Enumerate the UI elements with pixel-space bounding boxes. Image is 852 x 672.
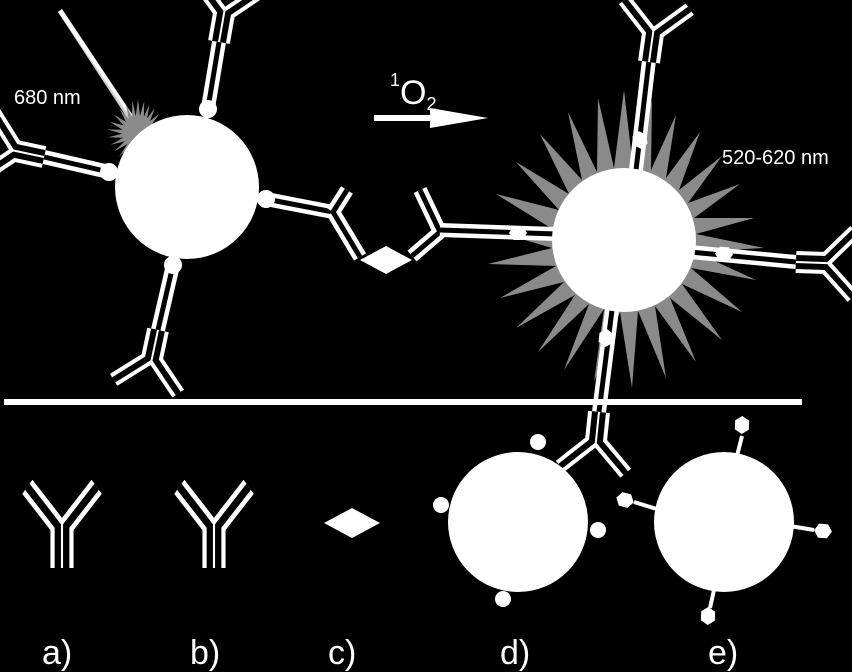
legend-label-c: c) (328, 634, 356, 672)
legend-item-e (614, 415, 833, 626)
legend-item-c (324, 508, 380, 538)
donor-antibody-left (0, 113, 118, 190)
donor-antibody-right (257, 186, 367, 261)
legend-item-d (433, 434, 606, 607)
biotin-dot (164, 256, 182, 274)
acceptor-bead (552, 168, 696, 312)
biotin-dot (199, 100, 217, 118)
legend-label-a: a) (42, 634, 72, 672)
biotin-dot (257, 190, 275, 208)
legend-item-b (179, 487, 248, 568)
analyte-diamond (360, 246, 412, 274)
svg-text:1O2: 1O2 (390, 70, 436, 114)
emission-wavelength-label: 520-620 nm (722, 147, 829, 169)
biotin-dot (100, 163, 118, 181)
acceptor-bead-complex (407, 0, 852, 473)
reagent-subscript: 2 (426, 94, 436, 114)
donor-antibody-bottom (114, 256, 191, 394)
divider-line (4, 399, 802, 405)
acceptor-bead-legend (654, 452, 794, 592)
acceptor-antibody-top (616, 0, 689, 171)
reagent-superscript: 1 (390, 70, 400, 90)
acceptor-antibody-left (407, 186, 557, 262)
donor-bead (115, 115, 259, 259)
donor-bead-complex (0, 0, 367, 394)
legend-label-b: b) (190, 634, 220, 672)
excitation-wavelength-label: 680 nm (14, 87, 81, 109)
acceptor-antibody-right (689, 229, 852, 297)
donor-antibody-top (187, 0, 262, 118)
reagent-symbol: O (400, 74, 426, 112)
legend-label-e: e) (708, 634, 738, 672)
legend-label-d: d) (500, 634, 530, 672)
legend-item-a (27, 487, 96, 568)
acceptor-antibody-bottom (560, 309, 632, 473)
donor-bead-legend (448, 452, 588, 592)
singlet-oxygen-arrow (374, 108, 488, 128)
